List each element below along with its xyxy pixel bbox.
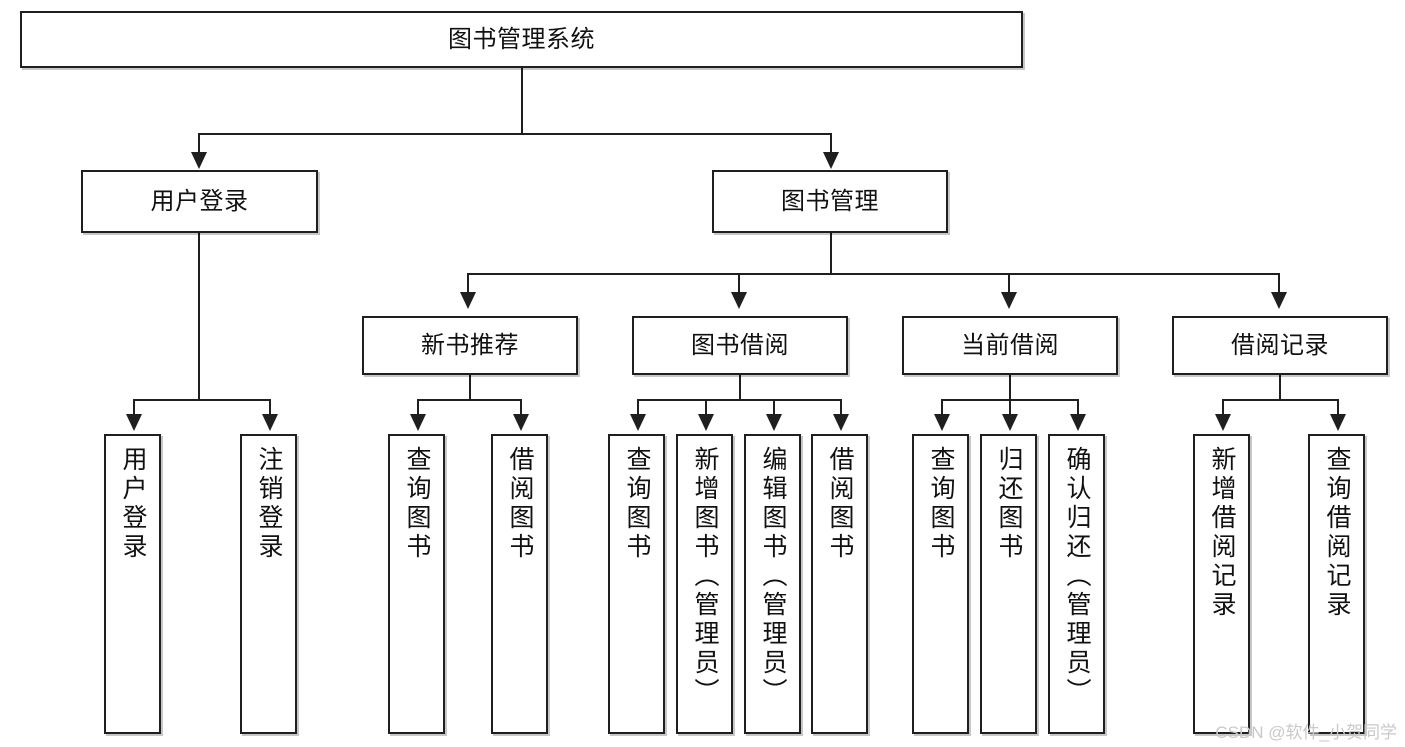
node-leaf-user-login-label: 用户登录 bbox=[119, 446, 147, 562]
connector-root-stem bbox=[521, 68, 523, 134]
node-leaf-edit-book-admin-label: 编辑图书（管理员） bbox=[759, 446, 787, 707]
connector-level2-bus bbox=[198, 133, 832, 135]
connector-current-borrow-stem bbox=[1009, 375, 1011, 401]
node-leaf-query-book-3[interactable]: 查询图书 bbox=[912, 434, 969, 734]
arrow-leaf-query-book-3 bbox=[934, 414, 950, 431]
connector-current-borrow-3 bbox=[1077, 399, 1079, 416]
node-root-label: 图书管理系统 bbox=[448, 25, 595, 53]
connector-borrow-record-bus bbox=[1222, 399, 1339, 401]
node-leaf-return-book[interactable]: 归还图书 bbox=[980, 434, 1037, 734]
node-new-book-recommend[interactable]: 新书推荐 bbox=[362, 316, 578, 375]
node-leaf-add-borrow-record[interactable]: 新增借阅记录 bbox=[1193, 434, 1250, 734]
connector-user-login-right bbox=[269, 399, 271, 416]
connector-book-borrow-4 bbox=[840, 399, 842, 416]
connector-book-management-stem bbox=[830, 233, 832, 275]
node-leaf-add-book-admin[interactable]: 新增图书（管理员） bbox=[676, 434, 733, 734]
node-leaf-logout-login[interactable]: 注销登录 bbox=[240, 434, 297, 734]
arrow-new-book-recommend bbox=[460, 292, 476, 309]
connector-new-book-l bbox=[417, 399, 419, 416]
connector-new-book-r bbox=[520, 399, 522, 416]
arrow-leaf-add-book-admin bbox=[698, 414, 714, 431]
arrow-current-borrow bbox=[1001, 292, 1017, 309]
node-user-login-label: 用户登录 bbox=[150, 187, 249, 215]
node-borrow-record-label: 借阅记录 bbox=[1231, 331, 1329, 359]
arrow-leaf-query-borrow-record bbox=[1330, 414, 1346, 431]
node-leaf-query-borrow-record-label: 查询借阅记录 bbox=[1323, 446, 1351, 620]
node-book-borrow[interactable]: 图书借阅 bbox=[632, 316, 848, 375]
node-leaf-add-borrow-record-label: 新增借阅记录 bbox=[1208, 446, 1236, 620]
node-current-borrow[interactable]: 当前借阅 bbox=[902, 316, 1118, 375]
node-leaf-query-book-2[interactable]: 查询图书 bbox=[608, 434, 665, 734]
arrow-leaf-edit-book-admin bbox=[766, 414, 782, 431]
node-leaf-borrow-book-1-label: 借阅图书 bbox=[506, 446, 534, 562]
node-leaf-borrow-book-2-label: 借阅图书 bbox=[826, 446, 854, 562]
node-new-book-recommend-label: 新书推荐 bbox=[421, 331, 519, 359]
arrow-leaf-borrow-book-2 bbox=[833, 414, 849, 431]
connector-new-book-stem bbox=[469, 375, 471, 401]
node-borrow-record[interactable]: 借阅记录 bbox=[1172, 316, 1388, 375]
arrow-leaf-return-book bbox=[1002, 414, 1018, 431]
node-leaf-confirm-return-admin[interactable]: 确认归还（管理员） bbox=[1048, 434, 1105, 734]
connector-book-borrow-bus bbox=[637, 399, 841, 401]
connector-user-login-stem bbox=[198, 233, 200, 400]
connector-current-borrow-1 bbox=[941, 399, 943, 416]
node-leaf-return-book-label: 归还图书 bbox=[995, 446, 1023, 562]
node-book-borrow-label: 图书借阅 bbox=[691, 331, 789, 359]
connector-book-borrow-1 bbox=[637, 399, 639, 416]
node-leaf-add-book-admin-label: 新增图书（管理员） bbox=[691, 446, 719, 707]
connector-user-login-bus bbox=[133, 399, 271, 401]
connector-to-user-login bbox=[198, 133, 200, 155]
connector-book-borrow-stem bbox=[739, 375, 741, 401]
arrow-user-login bbox=[191, 152, 207, 169]
connector-to-book-management bbox=[830, 133, 832, 155]
arrow-leaf-query-book-1 bbox=[410, 414, 426, 431]
connector-book-borrow-3 bbox=[773, 399, 775, 416]
node-user-login[interactable]: 用户登录 bbox=[81, 170, 318, 233]
node-leaf-user-login[interactable]: 用户登录 bbox=[104, 434, 161, 734]
connector-borrow-record-stem bbox=[1279, 375, 1281, 401]
connector-new-book-bus bbox=[417, 399, 522, 401]
node-leaf-edit-book-admin[interactable]: 编辑图书（管理员） bbox=[744, 434, 801, 734]
arrow-leaf-query-book-2 bbox=[630, 414, 646, 431]
node-book-management-label: 图书管理 bbox=[781, 187, 879, 215]
connector-current-borrow-2 bbox=[1009, 399, 1011, 416]
arrow-leaf-borrow-book-1 bbox=[513, 414, 529, 431]
node-leaf-borrow-book-1[interactable]: 借阅图书 bbox=[491, 434, 548, 734]
node-leaf-query-book-1-label: 查询图书 bbox=[403, 446, 431, 562]
connector-to-book-borrow bbox=[738, 273, 740, 295]
node-leaf-query-book-2-label: 查询图书 bbox=[623, 446, 651, 562]
connector-borrow-record-l bbox=[1222, 399, 1224, 416]
connector-to-new-book bbox=[467, 273, 469, 295]
connector-user-login-left bbox=[133, 399, 135, 416]
node-leaf-confirm-return-admin-label: 确认归还（管理员） bbox=[1063, 446, 1091, 707]
arrow-leaf-logout-login bbox=[262, 414, 278, 431]
connector-level3-bus bbox=[467, 273, 1280, 275]
connector-to-borrow-record bbox=[1278, 273, 1280, 295]
node-leaf-logout-login-label: 注销登录 bbox=[255, 446, 283, 562]
connector-to-current-borrow bbox=[1008, 273, 1010, 295]
node-leaf-borrow-book-2[interactable]: 借阅图书 bbox=[811, 434, 868, 734]
csdn-watermark: CSDN @软件_小贺同学 bbox=[1215, 723, 1397, 742]
arrow-leaf-add-borrow-record bbox=[1215, 414, 1231, 431]
connector-borrow-record-r bbox=[1337, 399, 1339, 416]
connector-book-borrow-2 bbox=[705, 399, 707, 416]
node-leaf-query-book-1[interactable]: 查询图书 bbox=[388, 434, 445, 734]
arrow-book-management bbox=[823, 152, 839, 169]
arrow-borrow-record bbox=[1271, 292, 1287, 309]
node-current-borrow-label: 当前借阅 bbox=[961, 331, 1059, 359]
arrow-leaf-confirm-return bbox=[1070, 414, 1086, 431]
arrow-book-borrow bbox=[731, 292, 747, 309]
node-leaf-query-book-3-label: 查询图书 bbox=[927, 446, 955, 562]
arrow-leaf-user-login bbox=[126, 414, 142, 431]
node-root[interactable]: 图书管理系统 bbox=[20, 11, 1023, 68]
node-leaf-query-borrow-record[interactable]: 查询借阅记录 bbox=[1308, 434, 1365, 734]
node-book-management[interactable]: 图书管理 bbox=[712, 170, 948, 233]
